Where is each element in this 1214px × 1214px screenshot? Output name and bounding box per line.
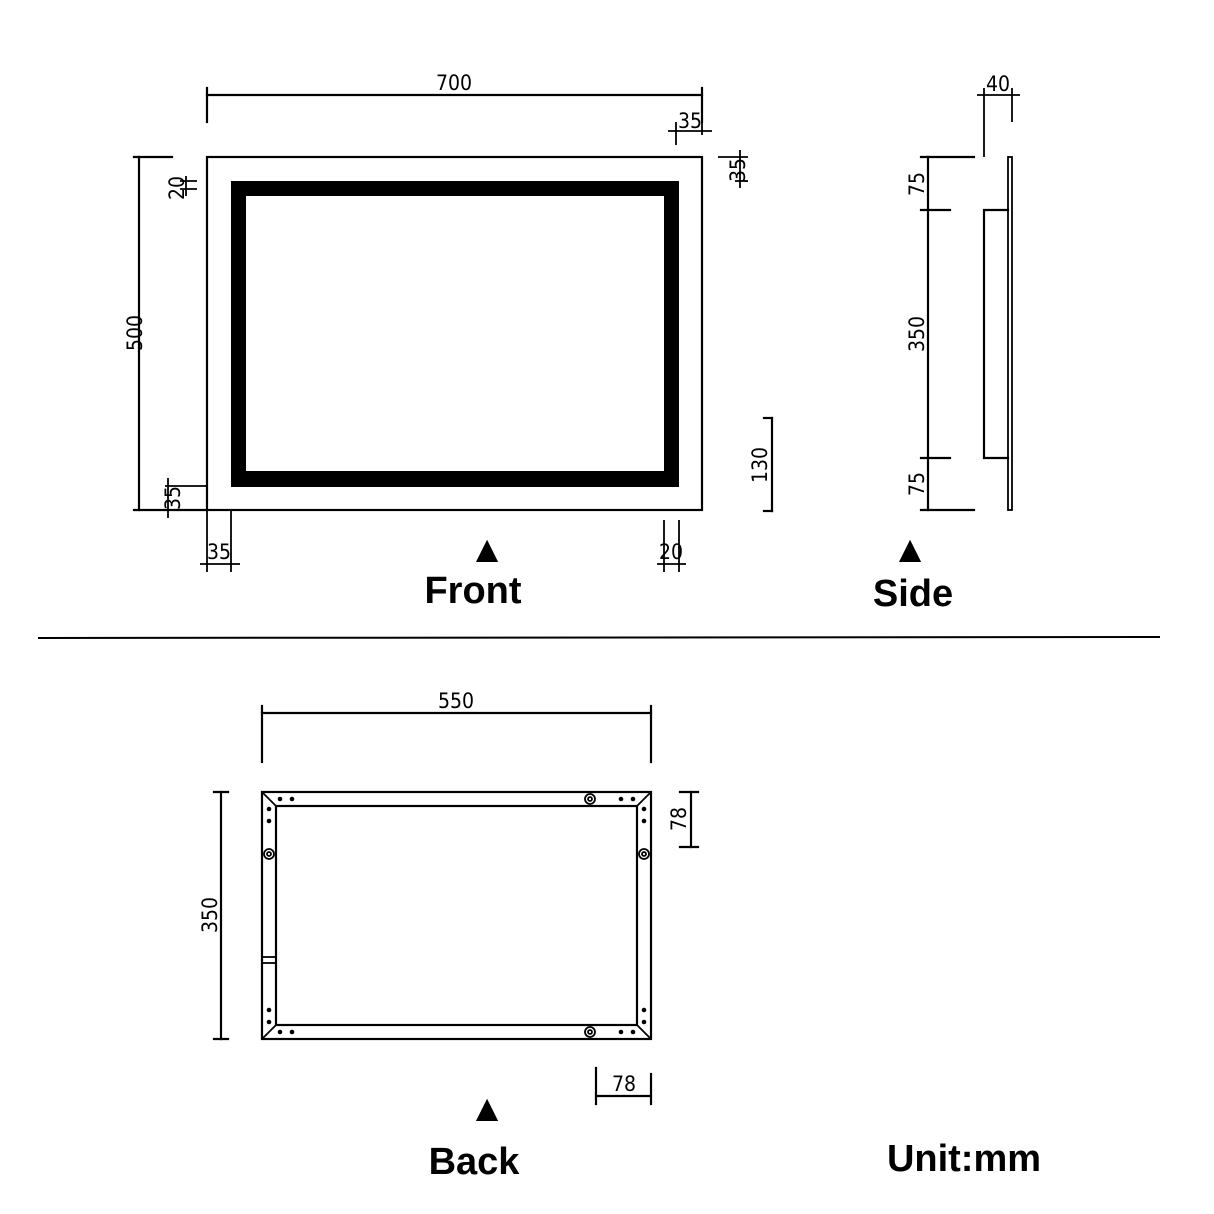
back-width-label: 550 — [438, 689, 474, 713]
front-top-right-x-dimension: 35 — [668, 109, 712, 145]
side-box-height-label: 350 — [905, 316, 929, 352]
back-hanger-y-dimension: 78 — [667, 790, 700, 849]
front-bottom-left-x-dimension: 35 — [200, 510, 240, 572]
front-height-label: 500 — [123, 315, 147, 351]
back-height-label: 350 — [198, 897, 222, 933]
front-switch-label: 130 — [748, 447, 772, 483]
back-hanger-icons — [263, 793, 650, 1038]
front-width-label: 700 — [436, 71, 472, 95]
side-arrow-icon: ▲ — [891, 529, 929, 571]
front-led-top-dimension: 20 — [165, 176, 197, 200]
front-arrow-icon: ▲ — [468, 529, 506, 571]
front-height-dimension: 500 — [123, 155, 209, 512]
side-back-box — [982, 208, 1010, 460]
back-screw-holes — [266, 796, 647, 1035]
front-switch-dimension: 130 — [748, 416, 774, 513]
front-view: 700 35 35 500 20 — [123, 71, 774, 612]
back-hanger-x-dimension: 78 — [594, 1066, 653, 1106]
side-title: Side — [873, 573, 953, 615]
side-bottom-gap-label: 75 — [905, 472, 929, 496]
unit-label: Unit:mm — [887, 1138, 1041, 1180]
side-glass-panel — [1007, 156, 1013, 511]
side-depth-label: 40 — [986, 72, 1010, 96]
front-top-right-x-label: 35 — [678, 109, 702, 133]
back-height-dimension: 350 — [198, 790, 230, 1041]
front-title: Front — [424, 570, 521, 612]
front-mirror-outline — [205, 155, 704, 512]
back-frame-inner — [274, 804, 639, 1027]
front-led-top-label: 20 — [165, 176, 189, 200]
front-led-strip — [231, 181, 679, 487]
front-top-right-y-label: 35 — [726, 158, 750, 182]
back-arrow-icon: ▲ — [468, 1088, 506, 1130]
front-bottom-left-y-label: 35 — [161, 486, 185, 510]
back-title: Back — [429, 1141, 521, 1183]
back-width-dimension: 550 — [260, 689, 653, 764]
side-depth-dimension: 40 — [977, 72, 1020, 157]
back-view: 550 350 78 78 ▲ Back — [198, 689, 700, 1183]
side-view: 40 75 350 75 ▲ Side — [873, 72, 1020, 615]
back-hanger-x-label: 78 — [612, 1072, 636, 1096]
front-bottom-left-y-dimension: 35 — [161, 478, 207, 518]
section-divider — [37, 636, 1161, 639]
back-hanger-y-label: 78 — [667, 807, 691, 831]
front-led-right-label: 20 — [659, 540, 683, 564]
front-led-right-dimension: 20 — [657, 520, 686, 572]
front-bottom-left-x-label: 35 — [207, 540, 231, 564]
side-top-gap-label: 75 — [905, 172, 929, 196]
front-top-right-y-dimension: 35 — [718, 150, 750, 188]
front-width-dimension: 700 — [205, 71, 704, 124]
back-frame-outer — [260, 790, 653, 1041]
